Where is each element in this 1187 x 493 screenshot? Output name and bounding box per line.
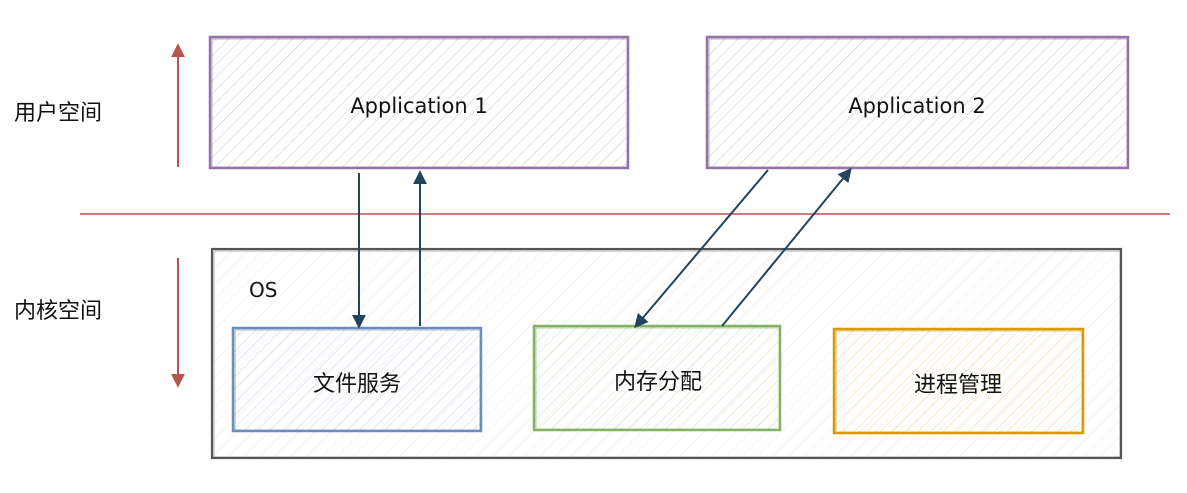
file-service-box: 文件服务 (231, 326, 483, 433)
user-space-label: 用户空间 (14, 101, 102, 126)
application-1-box: Application 1 (208, 35, 630, 170)
app2-to-memory-arrow (634, 169, 769, 329)
os-label: OS (249, 278, 277, 302)
file-service-label: 文件服务 (313, 372, 401, 397)
process-management-label: 进程管理 (914, 373, 1002, 398)
process-management-box: 进程管理 (832, 327, 1085, 435)
application-1-label: Application 1 (350, 94, 487, 118)
application-2-label: Application 2 (848, 94, 985, 118)
kernel-space-label: 内核空间 (14, 299, 102, 324)
memory-allocation-label: 内存分配 (614, 370, 702, 395)
memory-to-app2-arrow (721, 167, 852, 327)
memory-allocation-box: 内存分配 (532, 324, 782, 432)
application-2-box: Application 2 (705, 35, 1130, 170)
